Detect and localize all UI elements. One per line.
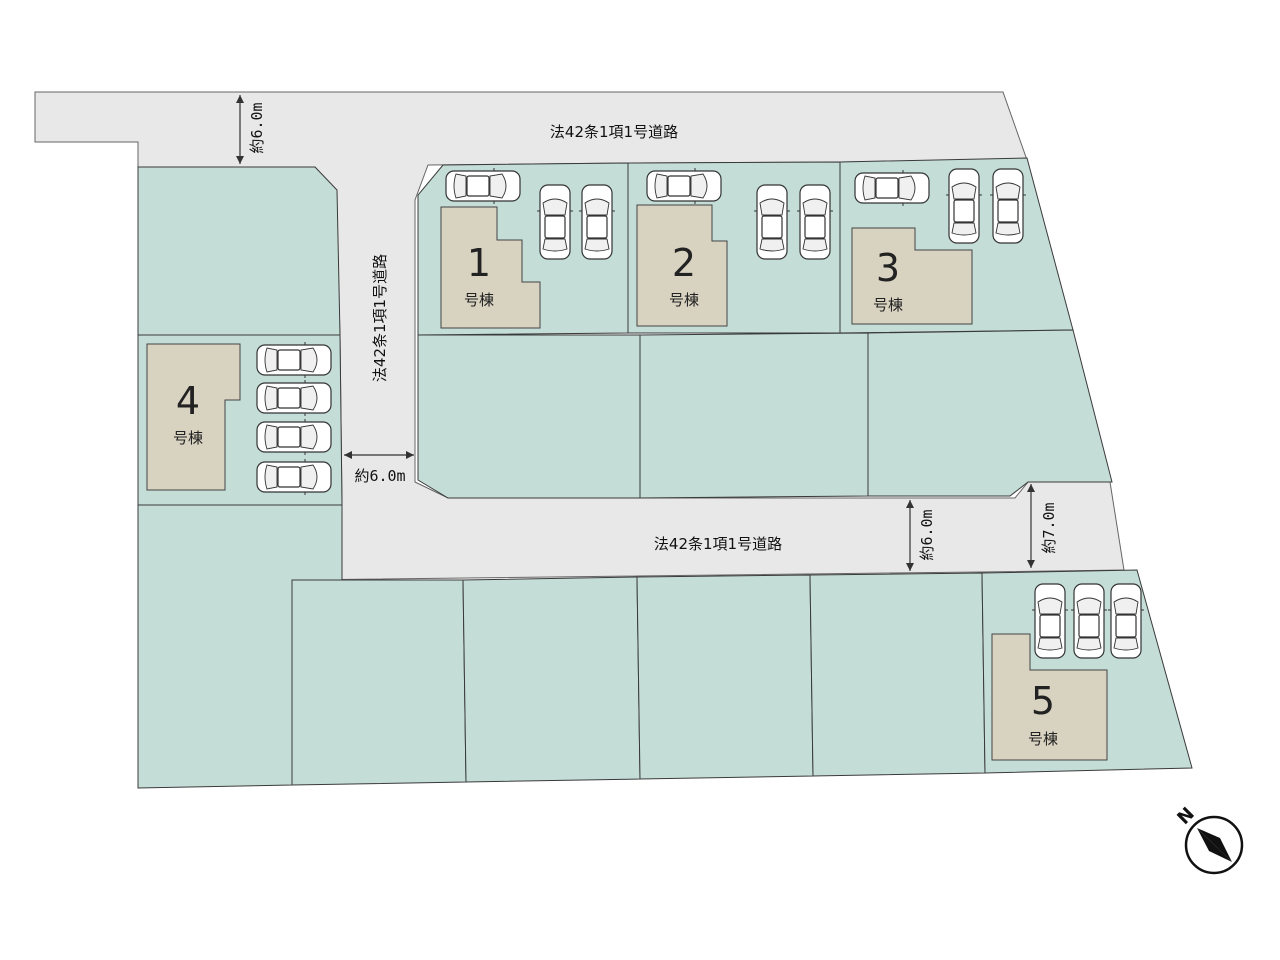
lot-bottom-c: [636, 574, 814, 780]
lot-row2-c: [867, 329, 1113, 497]
parked-car: [445, 168, 521, 204]
parked-car: [579, 184, 615, 260]
lot-bottom-a: [291, 579, 467, 786]
house-2-suffix: 号棟: [669, 291, 699, 309]
parked-car: [854, 170, 930, 206]
house-3-number: 3: [876, 246, 900, 290]
north-compass: N: [1173, 803, 1244, 875]
house-2: [636, 204, 728, 327]
parked-car: [256, 459, 332, 495]
parked-car: [754, 184, 790, 260]
road-labels: 法42条1項1号道路 法42条1項1号道路 法42条1項1号道路: [371, 123, 782, 553]
parked-car: [646, 168, 722, 204]
parked-car: [256, 380, 332, 416]
house-5-number: 5: [1031, 679, 1055, 723]
house-4: [146, 343, 241, 491]
house-1-number: 1: [467, 241, 491, 285]
house-3-suffix: 号棟: [873, 296, 903, 314]
top-road-label: 法42条1項1号道路: [550, 123, 678, 141]
vertical-road-label: 法42条1項1号道路: [371, 254, 389, 382]
lot-bottom-d: [809, 572, 986, 777]
house-3: [851, 227, 973, 325]
lot-row2-b: [639, 332, 869, 499]
parked-car: [537, 184, 573, 260]
parked-car: [946, 168, 982, 244]
lot-row2-a: [417, 334, 641, 499]
house-4-number: 4: [176, 379, 200, 423]
house-2-number: 2: [672, 241, 696, 285]
lot-left-top: [137, 166, 341, 336]
parked-car: [1032, 583, 1068, 659]
bottom-road-label: 法42条1項1号道路: [654, 535, 782, 553]
dimension-markers: 約6.0m 約6.0m 約6.0m 約7.0m: [236, 95, 1058, 571]
parked-car: [256, 419, 332, 455]
building-labels: 1 号棟 2 号棟 3 号棟 4 号棟 5 号棟: [173, 241, 1058, 748]
vertical-road-width-label: 約6.0m: [354, 467, 405, 485]
houses: [146, 204, 1108, 761]
bottom-road-width-1-label: 約6.0m: [918, 509, 936, 560]
parked-car: [1071, 583, 1107, 659]
parked-car: [256, 342, 332, 378]
parked-car: [1108, 583, 1144, 659]
top-road-width-label: 約6.0m: [248, 102, 266, 153]
parked-car: [797, 184, 833, 260]
house-1-suffix: 号棟: [464, 291, 494, 309]
house-1: [440, 206, 541, 329]
lot-bottom-b: [462, 576, 641, 783]
parked-car: [990, 168, 1026, 244]
house-5-suffix: 号棟: [1028, 730, 1058, 748]
house-4-suffix: 号棟: [173, 429, 203, 447]
house-5: [991, 633, 1108, 761]
parking-cars: [256, 168, 1144, 659]
bottom-road-width-2-label: 約7.0m: [1040, 502, 1058, 553]
